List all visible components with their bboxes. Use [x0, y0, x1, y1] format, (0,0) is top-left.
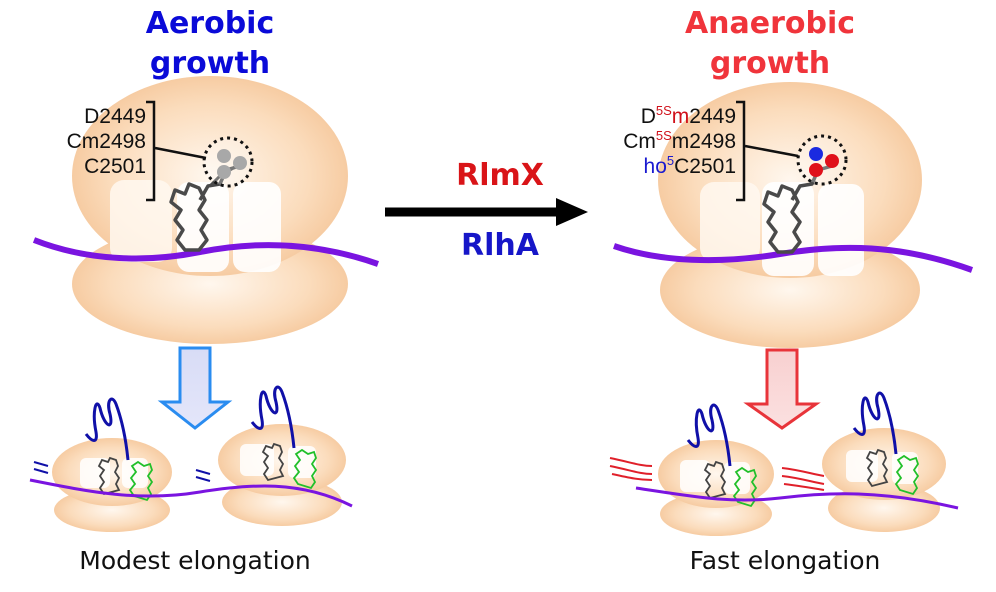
small-ribosome-aerobic-1: [33, 397, 172, 532]
site: [724, 462, 750, 494]
enzyme-rlmx-label: RlmX: [456, 158, 544, 193]
mod-superscript: 5S: [655, 103, 672, 118]
mod-methyl: m: [671, 130, 690, 153]
mod-base: D: [640, 105, 656, 128]
site: [80, 458, 110, 488]
mod-prefix: ho: [643, 155, 667, 178]
ribosome-site-p: [700, 182, 760, 262]
modification-list-anaerobic: D5Sm2449 Cm5Sm2498 ho5C2501: [590, 104, 736, 179]
mod-label-d2449: D2449: [84, 105, 146, 128]
ptc-dotted-circle: [202, 136, 254, 188]
nascent-peptide: [84, 397, 130, 461]
site: [846, 450, 878, 482]
motion-lines-fast: [781, 467, 825, 491]
down-arrow-blue-icon: [157, 346, 233, 430]
small-ribosome-anaerobic-1: [609, 403, 774, 536]
enzyme-rlha-label: RlhA: [461, 228, 539, 263]
trna-structure: [261, 442, 285, 482]
small-ribosome-anaerobic-2: [781, 391, 946, 532]
title-line-1: Aerobic: [145, 6, 275, 41]
title-line-2: growth: [709, 46, 831, 81]
mrna-strand: [613, 243, 974, 273]
title-aerobic-growth: Aerobic growth: [95, 4, 325, 84]
mod-position: 2498: [689, 130, 736, 153]
mod-label-cm5sm2498: Cm5Sm2498: [590, 129, 736, 154]
mrna-strand: [32, 237, 379, 267]
modification-list-aerobic: D2449 Cm2498 C2501: [60, 104, 146, 179]
ribosome-site-a: [762, 182, 814, 276]
ribosome-anaerobic: [613, 82, 974, 348]
trna-structure: [865, 448, 889, 488]
ribosome-site-p: [110, 180, 172, 262]
title-anaerobic-growth: Anaerobic growth: [640, 4, 900, 84]
mod-bracket: [736, 100, 746, 202]
mod-label-c2501: C2501: [84, 155, 146, 178]
small-ribosome-aerobic-2: [195, 385, 346, 526]
mod-label-cm2498: Cm2498: [66, 130, 146, 153]
bracket-leader-line: [744, 144, 799, 158]
mod-label-ho5c2501: ho5C2501: [590, 154, 736, 179]
mod-label-d5sm2449: D5Sm2449: [590, 104, 736, 129]
trna-structure: [703, 460, 727, 500]
trna-structure: [97, 456, 121, 496]
mod-superscript: 5: [666, 153, 675, 168]
motion-lines-fast: [609, 457, 653, 481]
ribosome-site-e: [818, 184, 864, 276]
bracket-leader-line: [154, 146, 207, 160]
site: [680, 460, 710, 492]
nascent-peptide: [852, 391, 898, 455]
down-arrow-red-icon: [743, 348, 821, 430]
caption-fast-elongation: Fast elongation: [689, 546, 881, 575]
ribosome-site-e: [233, 182, 281, 272]
mod-base: Cm: [623, 130, 656, 153]
mod-position: 2449: [689, 105, 736, 128]
mod-dot-ho5c: [809, 147, 823, 161]
nascent-peptide: [250, 385, 296, 449]
mod-dot-unmodified: [217, 165, 231, 179]
mod-bracket: [146, 100, 156, 202]
mod-dot-unmodified: [233, 156, 247, 170]
new-trna-structure: [128, 460, 154, 502]
right-arrow-icon: [556, 198, 588, 226]
ribosome-aerobic: [32, 76, 379, 344]
new-trna-structure: [292, 448, 318, 490]
mod-dot-msm: [825, 154, 839, 168]
motion-lines-slow: [33, 461, 49, 474]
nascent-peptide: [686, 403, 732, 467]
mod-dot-unmodified: [217, 149, 231, 163]
mod-methyl: m: [671, 105, 690, 128]
caption-modest-elongation: Modest elongation: [79, 546, 311, 575]
transition-arrow: [385, 198, 588, 226]
mod-superscript: 5S: [655, 128, 672, 143]
mrna-strand-aerobic: [29, 478, 353, 508]
mrna-strand-anaerobic: [635, 486, 959, 510]
mod-dot-msm: [809, 163, 823, 177]
title-line-2: growth: [149, 46, 271, 81]
new-trna-structure: [732, 466, 758, 508]
new-trna-structure: [894, 454, 920, 496]
motion-lines-slow: [195, 469, 211, 482]
title-line-1: Anaerobic: [684, 6, 856, 41]
mod-position: C2501: [674, 155, 736, 178]
site: [240, 444, 274, 476]
